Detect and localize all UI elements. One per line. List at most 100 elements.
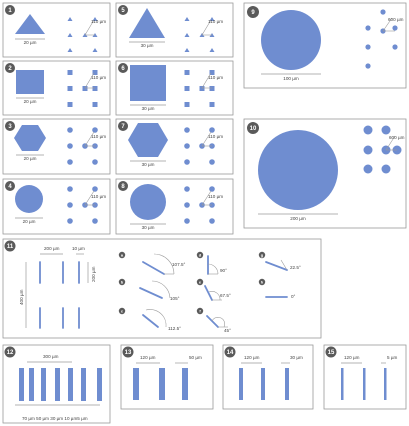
panel-3: 3 20 µm 110 µm: [2, 118, 111, 175]
angle-arc: [211, 317, 225, 328]
width-label: 200 µm: [44, 246, 60, 251]
panel-number: 14: [227, 350, 234, 356]
width-label: 120 µm: [140, 355, 156, 360]
array-dot: [209, 127, 215, 133]
grating-bar: [239, 368, 243, 400]
angle-key: d: [199, 253, 202, 258]
array-triangle: [209, 48, 215, 52]
width-label: 120 µm: [344, 355, 360, 360]
angle-value: 90°: [220, 268, 227, 273]
array-dot: [92, 218, 98, 224]
angled-line: [265, 261, 288, 271]
panel-number: 9: [251, 10, 255, 16]
angled-line: [142, 261, 165, 275]
array-dot: [184, 143, 190, 149]
panel-12: 12 300 µm 70 µm 50 µm 30 µm 10 µm5 µm: [2, 344, 111, 424]
square-shape: [130, 65, 166, 101]
panel-badge: [5, 121, 15, 131]
array-dot: [365, 25, 371, 31]
panel-frame: [115, 2, 234, 58]
panel-11: 11 200 µm 10 µm 200 µm 400 µm a 107.5° b: [2, 238, 322, 339]
array-dot: [363, 164, 373, 174]
angle-key: b: [121, 280, 124, 285]
panel-9: 9 100 µm 600 µm: [243, 2, 407, 89]
pitch-line: [84, 131, 95, 147]
panel-badge: [122, 346, 134, 358]
gap-label: 10 µm: [72, 246, 85, 251]
panel-6: 6 30 µm 110 µm: [115, 60, 234, 116]
pitch-line: [84, 72, 95, 89]
array-square: [199, 86, 205, 91]
array-square: [67, 70, 73, 75]
panel-number: 12: [7, 350, 14, 356]
angle-arc: [145, 309, 167, 328]
spacing-label: 110 µm: [91, 19, 106, 24]
grating-bar: [81, 368, 86, 401]
array-dot: [92, 159, 98, 165]
array-dot: [184, 186, 190, 192]
angle-key: a: [121, 253, 124, 258]
grating-bar: [341, 368, 344, 400]
angled-line: [142, 314, 159, 328]
array-triangle: [184, 33, 190, 37]
angle-arc: [208, 291, 221, 301]
hexagon-shape: [14, 125, 46, 151]
array-triangle: [184, 17, 190, 21]
spacing-label: 50 µm: [189, 355, 202, 360]
panel-8: 8 30 µm 110 µm: [115, 178, 234, 235]
angle-d: d 90°: [196, 251, 227, 275]
array-dot: [92, 186, 98, 192]
array-dot: [209, 218, 215, 224]
grating-bar: [261, 368, 265, 400]
array-square: [92, 102, 98, 107]
ref-line: [280, 259, 288, 271]
grating-bar: [384, 368, 387, 400]
angle-arc: [153, 253, 175, 275]
grating-bar: [29, 368, 34, 401]
panel-number: 5: [121, 8, 125, 14]
panel-badge: [247, 122, 259, 134]
array-dot: [67, 159, 73, 165]
panel-number: 11: [7, 244, 14, 250]
spacing-label: 110 µm: [208, 134, 223, 139]
dimension-label: 30 µm: [142, 106, 155, 111]
angle-key: f: [199, 309, 201, 314]
angle-h: h 0°: [258, 278, 296, 299]
angle-key: h: [261, 280, 264, 285]
array-square: [209, 70, 215, 75]
panel-badge: [118, 63, 128, 73]
spacing-label: 110 µm: [208, 75, 223, 80]
panel-badge: [118, 181, 128, 191]
array-square: [92, 70, 98, 75]
array-dot: [67, 127, 73, 133]
spacing-label: 600 µm: [388, 17, 404, 22]
array-dot: [365, 44, 371, 50]
array-dot: [363, 125, 373, 135]
array-dot: [381, 164, 391, 174]
triangle-shape: [129, 8, 165, 38]
array-square: [92, 86, 98, 91]
pitch-line: [84, 19, 95, 36]
grating-bar: [97, 368, 102, 401]
circle-shape: [261, 10, 321, 70]
panel-number: 6: [121, 66, 125, 72]
circle-shape: [15, 185, 43, 213]
spacing-label: 600 µm: [389, 135, 405, 140]
array-dot: [381, 125, 391, 135]
array-dot: [209, 159, 215, 165]
angle-arc: [151, 280, 171, 299]
grating-bar: [363, 368, 366, 400]
spacing-label: 5 µm: [387, 355, 397, 360]
dimension-label: 20 µm: [24, 156, 37, 161]
panel-13: 13 120 µm 50 µm: [120, 344, 214, 410]
panel-badge: [118, 121, 128, 131]
angled-line: [206, 315, 219, 328]
grating-bar: [55, 368, 60, 401]
array-square: [82, 86, 88, 91]
panel-number: 13: [125, 350, 132, 356]
pitch-line: [84, 190, 95, 206]
angled-line: [139, 287, 163, 299]
spacing-label: 30 µm: [290, 355, 303, 360]
array-square: [184, 86, 190, 91]
array-dot: [392, 44, 398, 50]
